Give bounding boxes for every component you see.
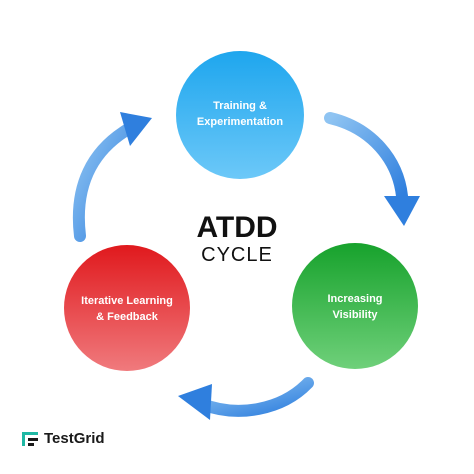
brand-name: TestGrid — [44, 430, 105, 447]
node-left-line2: & Feedback — [96, 311, 159, 323]
arrow-top-to-right — [324, 112, 420, 226]
node-right-line1: Increasing — [327, 293, 382, 305]
arrow-right-to-left — [178, 377, 314, 420]
testgrid-logo-icon — [22, 431, 38, 446]
node-left-line1: Iterative Learning — [81, 295, 173, 307]
node-iterative-learning-feedback: Iterative Learning & Feedback — [64, 245, 190, 371]
arrow-left-to-top — [72, 112, 152, 242]
node-increasing-visibility: Increasing Visibility — [292, 243, 418, 369]
node-top-line2: Experimentation — [197, 116, 283, 128]
node-training-experimentation: Training & Experimentation — [176, 51, 304, 179]
node-top-line1: Training & — [213, 100, 267, 112]
node-right-line2: Visibility — [332, 309, 378, 321]
center-subtitle: CYCLE — [201, 244, 273, 266]
center-title: ATDD — [196, 211, 277, 244]
brand-logo: TestGrid — [22, 430, 105, 447]
